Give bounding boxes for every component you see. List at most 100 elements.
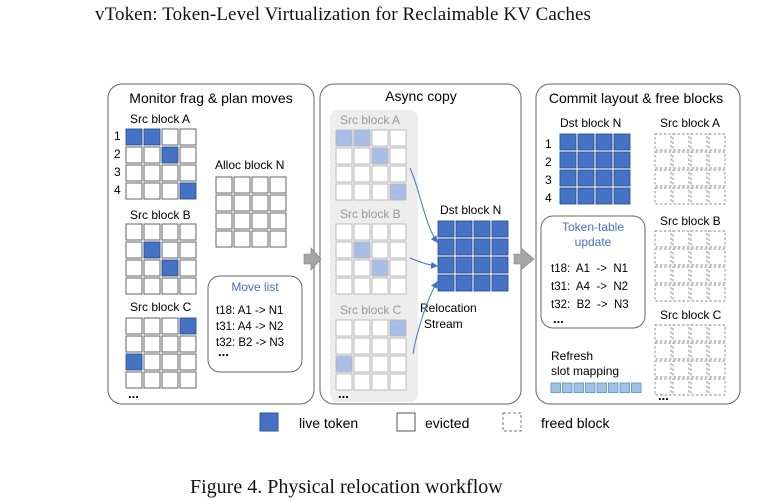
token-cell-live <box>577 169 595 187</box>
p1-row-label-3: 3 <box>114 165 121 179</box>
token-cell <box>654 169 672 187</box>
p1-src-a-label: Src block A <box>130 112 190 126</box>
token-cell <box>654 378 672 396</box>
token-cell <box>335 373 353 391</box>
legend-live-swatch <box>259 412 279 432</box>
page-title: vToken: Token-Level Virtualization for R… <box>95 4 592 25</box>
token-cell <box>353 259 371 277</box>
token-cell <box>179 164 197 182</box>
token-cell-live <box>577 151 595 169</box>
token-cell <box>708 169 726 187</box>
token-cell-live <box>491 238 509 256</box>
slot-cell <box>562 382 573 393</box>
token-cell <box>672 133 690 151</box>
token-cell <box>179 277 197 295</box>
token-cell <box>125 241 143 259</box>
token-cell <box>654 230 672 248</box>
token-cell-live <box>559 169 577 187</box>
token-cell <box>179 146 197 164</box>
token-cell-live <box>389 183 407 201</box>
token-cell <box>161 371 179 389</box>
slot-cell <box>619 382 630 393</box>
token-cell <box>690 187 708 205</box>
token-cell-live <box>559 187 577 205</box>
move-list-box <box>207 275 303 373</box>
token-cell <box>353 277 371 295</box>
p1-row-label-2: 2 <box>114 147 121 161</box>
refresh-label-2: slot mapping <box>551 364 619 378</box>
token-cell <box>179 241 197 259</box>
p2-dst-grid <box>437 220 509 292</box>
token-cell <box>389 259 407 277</box>
p2-dst-label: Dst block N <box>440 203 501 217</box>
token-table-ellipsis: ... <box>553 311 564 326</box>
token-cell <box>125 317 143 335</box>
token-cell <box>353 147 371 165</box>
token-cell-live <box>353 129 371 147</box>
token-table-line-2: t31: A4 -> N2 <box>551 281 628 293</box>
legend-freed-swatch <box>502 412 522 432</box>
token-cell-live <box>161 259 179 277</box>
token-cell-live <box>455 220 473 238</box>
token-cell <box>371 129 389 147</box>
token-cell <box>251 194 269 212</box>
token-cell <box>353 337 371 355</box>
token-cell <box>143 182 161 200</box>
p3-row-label-2: 2 <box>545 155 552 169</box>
token-cell <box>269 176 287 194</box>
p2-src-c-grid <box>335 319 407 391</box>
token-cell <box>672 187 690 205</box>
p2-src-a-label: Src block A <box>340 113 400 127</box>
figure-caption: Figure 4. Physical relocation workflow <box>190 476 503 498</box>
p2-src-b-grid <box>335 223 407 295</box>
legend-live-label: live token <box>299 415 358 431</box>
token-cell-live <box>613 169 631 187</box>
token-cell <box>179 259 197 277</box>
token-cell <box>125 146 143 164</box>
token-cell <box>143 164 161 182</box>
p3-src-b-grid <box>654 230 726 302</box>
legend-evicted-label: evicted <box>425 415 469 431</box>
token-cell <box>335 183 353 201</box>
token-cell <box>371 183 389 201</box>
token-cell <box>161 164 179 182</box>
token-cell <box>143 335 161 353</box>
token-cell <box>125 223 143 241</box>
token-cell <box>353 373 371 391</box>
token-cell <box>353 355 371 373</box>
token-cell <box>353 165 371 183</box>
token-cell <box>161 128 179 146</box>
token-cell-live <box>491 256 509 274</box>
token-table-line-3: t32: B2 -> N3 <box>551 299 629 311</box>
token-cell <box>672 151 690 169</box>
slot-cell <box>608 382 619 393</box>
token-cell-live <box>559 133 577 151</box>
token-table-title-1: Token-table <box>562 220 624 234</box>
p1-src-c-grid <box>125 317 197 389</box>
token-cell <box>215 194 233 212</box>
token-cell <box>179 128 197 146</box>
move-list-line-2: t31: A4 -> N2 <box>216 321 283 333</box>
stream-arrow-c <box>412 281 438 355</box>
token-table-line-1: t18: A1 -> N1 <box>551 263 628 275</box>
token-cell <box>335 147 353 165</box>
token-cell <box>215 176 233 194</box>
token-cell <box>672 324 690 342</box>
token-cell <box>233 212 251 230</box>
relocation-label: Relocation <box>420 301 477 315</box>
token-cell-live <box>577 187 595 205</box>
token-cell-live <box>143 128 161 146</box>
token-cell <box>371 165 389 183</box>
token-cell <box>672 342 690 360</box>
token-cell <box>371 337 389 355</box>
token-cell-live <box>595 151 613 169</box>
token-cell-live <box>455 238 473 256</box>
token-cell <box>125 182 143 200</box>
token-cell <box>161 317 179 335</box>
p3-dst-label: Dst block N <box>560 116 621 130</box>
token-cell-live <box>125 128 143 146</box>
token-cell <box>161 223 179 241</box>
p1-src-b-label: Src block B <box>130 208 191 222</box>
token-cell <box>269 194 287 212</box>
